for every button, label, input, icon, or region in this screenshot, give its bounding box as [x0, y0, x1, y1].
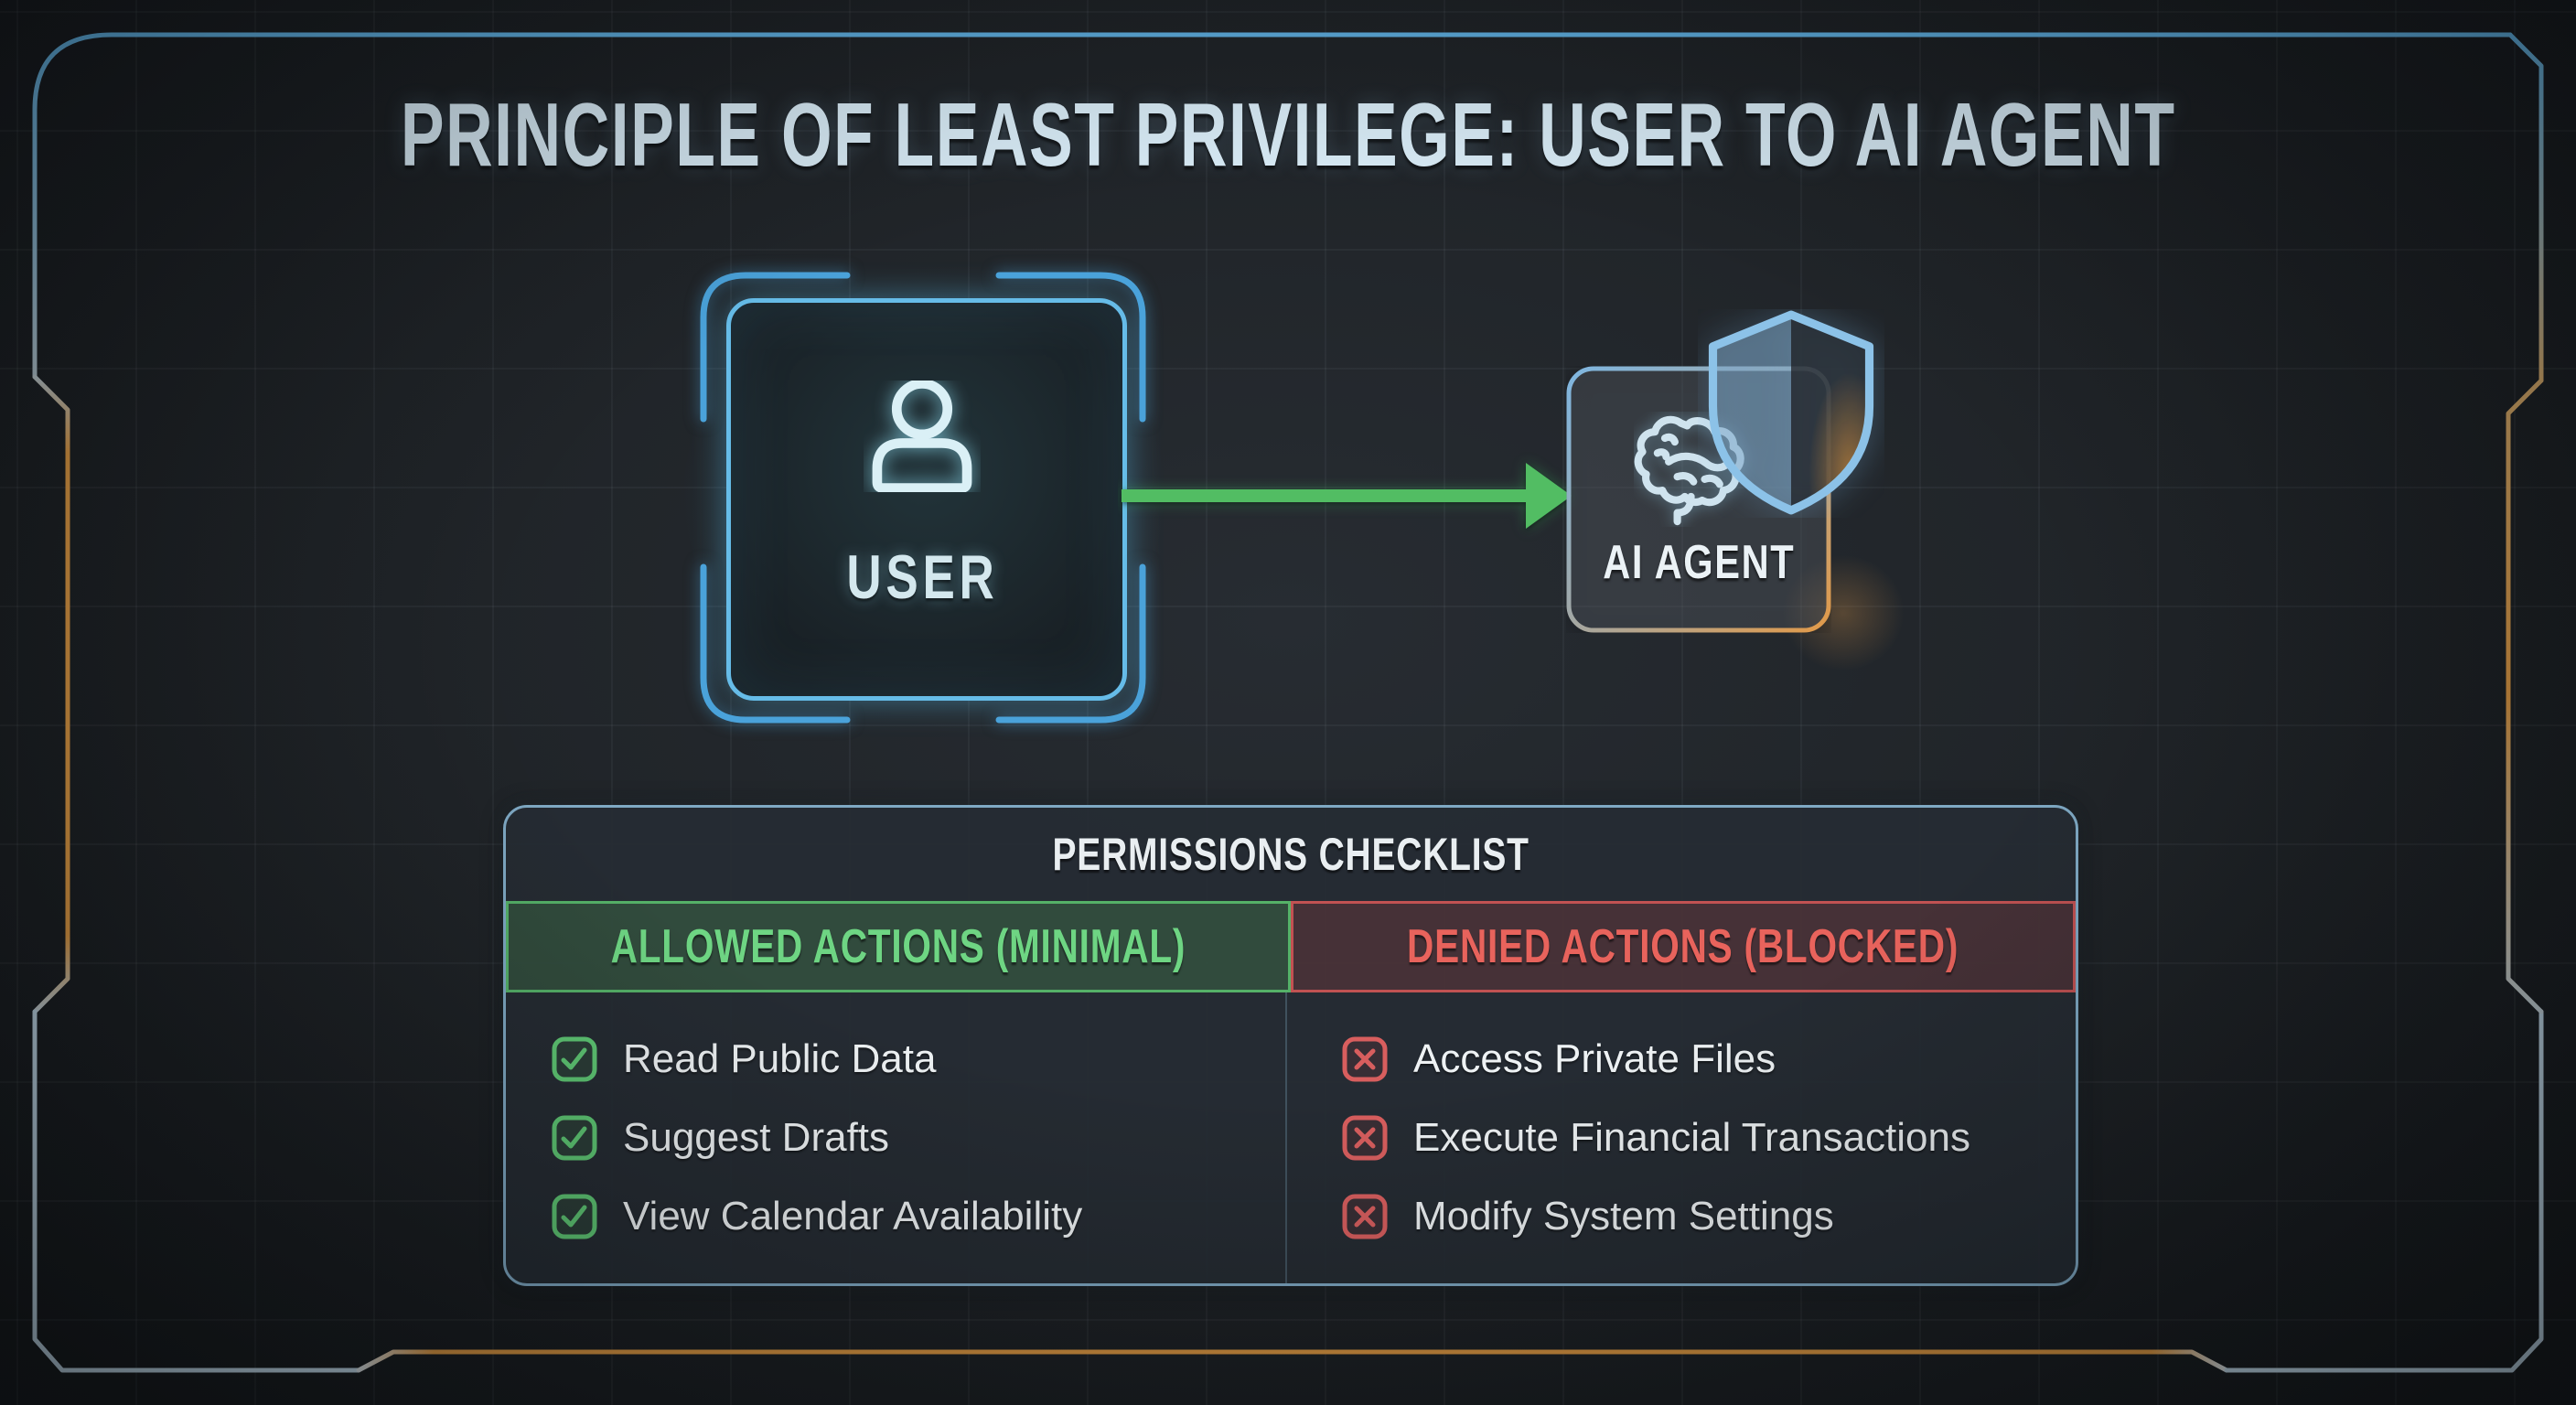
list-item: Suggest Drafts [552, 1099, 1285, 1177]
permissions-body: Read Public Data Suggest Drafts View Cal… [506, 992, 2076, 1283]
allowed-column-header: ALLOWED ACTIONS (MINIMAL) [506, 901, 1291, 992]
list-item-label: Read Public Data [623, 1036, 937, 1081]
permissions-panel: PERMISSIONS CHECKLIST ALLOWED ACTIONS (M… [503, 805, 2078, 1286]
page-title-text: PRINCIPLE OF LEAST PRIVILEGE: USER TO AI… [400, 84, 2176, 185]
checkbox-checked-icon [552, 1194, 597, 1239]
arrow-right-icon [1122, 463, 1572, 529]
user-node-label: USER [845, 542, 999, 612]
focus-brackets [700, 272, 1146, 724]
allowed-column-header-text: ALLOWED ACTIONS (MINIMAL) [610, 920, 1186, 973]
list-item-label: Access Private Files [1413, 1036, 1776, 1081]
agent-node-label: AI AGENT [1602, 536, 1796, 589]
checkbox-checked-icon [552, 1036, 597, 1082]
denied-list: Access Private Files Execute Financial T… [1285, 992, 2076, 1283]
denied-column-header: DENIED ACTIONS (BLOCKED) [1291, 901, 2076, 992]
x-box-icon [1342, 1194, 1388, 1239]
checkbox-checked-icon [552, 1115, 597, 1161]
shield-icon [1708, 310, 1874, 515]
permissions-panel-title: PERMISSIONS CHECKLIST [1052, 829, 1530, 880]
list-item: Access Private Files [1342, 1020, 2076, 1099]
list-item-label: View Calendar Availability [623, 1194, 1083, 1239]
x-box-icon [1342, 1115, 1388, 1161]
list-item-label: Suggest Drafts [623, 1115, 890, 1160]
list-item: View Calendar Availability [552, 1177, 1285, 1256]
list-item: Read Public Data [552, 1020, 1285, 1099]
agent-node-label-wrap: AI AGENT [1566, 535, 1831, 590]
allowed-list: Read Public Data Suggest Drafts View Cal… [506, 992, 1285, 1283]
denied-column-header-text: DENIED ACTIONS (BLOCKED) [1407, 920, 1959, 973]
list-item: Modify System Settings [1342, 1177, 2076, 1256]
user-node-label-wrap: USER [726, 542, 1118, 613]
user-icon [872, 381, 972, 492]
list-item: Execute Financial Transactions [1342, 1099, 2076, 1177]
permissions-panel-title-wrap: PERMISSIONS CHECKLIST [506, 808, 2076, 901]
x-box-icon [1342, 1036, 1388, 1082]
list-item-label: Modify System Settings [1413, 1194, 1834, 1239]
page-title: PRINCIPLE OF LEAST PRIVILEGE: USER TO AI… [0, 90, 2576, 179]
permissions-header-row: ALLOWED ACTIONS (MINIMAL) DENIED ACTIONS… [506, 901, 2076, 992]
list-item-label: Execute Financial Transactions [1413, 1115, 1970, 1160]
